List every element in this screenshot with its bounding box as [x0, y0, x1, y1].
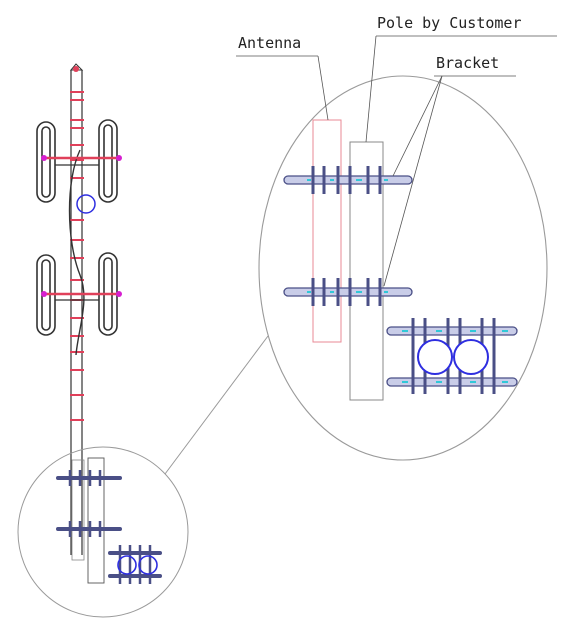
- detail-marker-circle: [76, 194, 96, 214]
- bracket-middle: [283, 278, 413, 306]
- lower-magenta-right: [116, 291, 122, 297]
- upper-dipole-antenna: [36, 119, 120, 203]
- clamped-pipe-left: [417, 339, 453, 375]
- upper-magenta-left: [41, 155, 47, 161]
- small-detail-view: [17, 446, 189, 618]
- antenna-rod: [312, 119, 342, 343]
- feed-cable: [68, 149, 85, 356]
- callout-bracket: Bracket: [383, 54, 516, 287]
- bracket-label: Bracket: [436, 54, 499, 72]
- large-detail-view: [258, 75, 548, 461]
- detail-connector-line: [164, 335, 269, 475]
- clamped-pipe-right: [453, 339, 489, 375]
- lower-dipole-antenna: [36, 252, 120, 336]
- lower-magenta-left: [41, 291, 47, 297]
- pole-clamp-assembly: [386, 318, 518, 394]
- callout-antenna: Antenna: [236, 34, 329, 121]
- antenna-label: Antenna: [238, 34, 301, 52]
- callout-pole: Pole by Customer: [365, 14, 557, 143]
- customer-pole: [349, 141, 384, 401]
- pole-label: Pole by Customer: [377, 14, 522, 32]
- upper-magenta-right: [116, 155, 122, 161]
- bracket-upper: [283, 166, 413, 194]
